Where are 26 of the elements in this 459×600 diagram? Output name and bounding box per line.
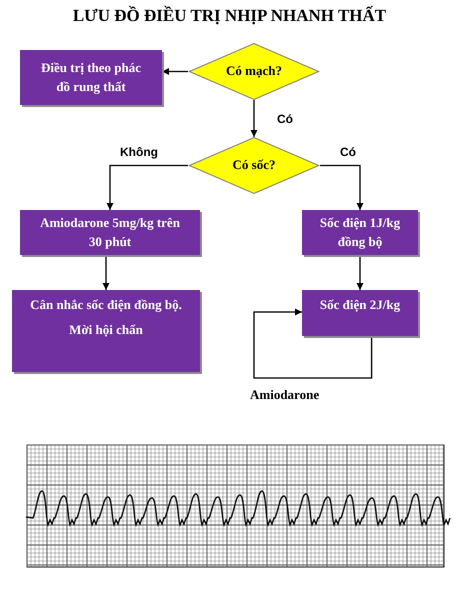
arrow	[320, 164, 364, 210]
arrow	[356, 255, 364, 290]
box-text: Amiodarone 5mg/kg trên 30 phút	[39, 214, 181, 251]
box-text: Có sốc?	[232, 156, 276, 174]
box-text: Điều trị theo phác đồ rung thất	[40, 58, 142, 96]
arrow	[106, 164, 188, 210]
process-box	[20, 50, 162, 105]
edge-label: Có	[338, 145, 358, 159]
box-text: Sốc điện 1J/kg đồng bộ	[318, 214, 402, 251]
edge-label: Không	[118, 145, 160, 159]
process-box	[20, 210, 200, 255]
box-text: Sốc điện 2J/kg	[320, 296, 400, 314]
box-text: Có mạch?	[226, 62, 282, 80]
title: LƯU ĐỒ ĐIỀU TRỊ NHỊP NHANH THẤT	[72, 6, 388, 26]
box-text: Cân nhắc sốc điện đồng bộ.	[30, 296, 182, 314]
decision-diamond	[188, 43, 320, 100]
edge-label: Có	[275, 112, 295, 126]
arrow	[253, 308, 372, 379]
process-box	[302, 290, 418, 336]
process-box	[12, 290, 200, 372]
decision-diamond	[188, 137, 320, 194]
arrow	[162, 68, 188, 75]
arrow	[250, 100, 258, 137]
box-text: Mời hội chẩn	[69, 320, 143, 339]
process-box	[302, 210, 418, 255]
arrow	[102, 255, 110, 290]
